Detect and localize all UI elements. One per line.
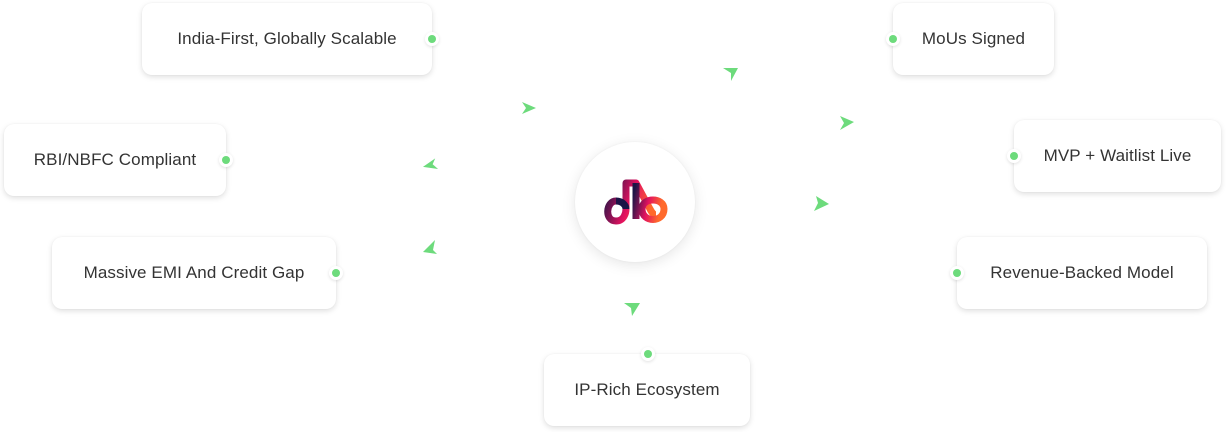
navigation-arrow-icon [814, 196, 829, 211]
navigation-arrow-icon [522, 102, 536, 114]
node-label: Massive EMI And Credit Gap [83, 263, 305, 282]
navigation-arrow-icon [423, 240, 437, 254]
navigation-arrow-icon [723, 68, 738, 81]
node-rbi-nbfc: RBI/NBFC Compliant [4, 124, 233, 196]
connector-dot [950, 266, 964, 280]
navigation-arrow-icon [840, 116, 854, 130]
node-revenue-backed: Revenue-Backed Model [950, 237, 1207, 309]
node-emi-gap: Massive EMI And Credit Gap [52, 237, 343, 309]
connector-dot [219, 153, 233, 167]
brand-logo-icon [604, 179, 668, 225]
connector-dot [641, 347, 655, 361]
hub-logo-circle [575, 142, 695, 262]
node-india-first: India-First, Globally Scalable [142, 3, 439, 75]
navigation-arrow-icon [624, 303, 640, 316]
connector-dot [329, 266, 343, 280]
navigation-arrow-icon [422, 158, 439, 170]
connector-dot [886, 32, 900, 46]
node-label: IP-Rich Ecosystem [574, 380, 720, 399]
node-label: Revenue-Backed Model [990, 263, 1174, 282]
node-mous-signed: MoUs Signed [886, 3, 1054, 75]
connector-dot [425, 32, 439, 46]
node-mvp-waitlist: MVP + Waitlist Live [1007, 120, 1221, 192]
node-label: MVP + Waitlist Live [1043, 146, 1192, 165]
node-label: MoUs Signed [921, 29, 1026, 48]
node-label: India-First, Globally Scalable [177, 29, 397, 48]
connector-dot [1007, 149, 1021, 163]
node-ip-rich: IP-Rich Ecosystem [544, 347, 750, 426]
node-label: RBI/NBFC Compliant [33, 150, 197, 169]
